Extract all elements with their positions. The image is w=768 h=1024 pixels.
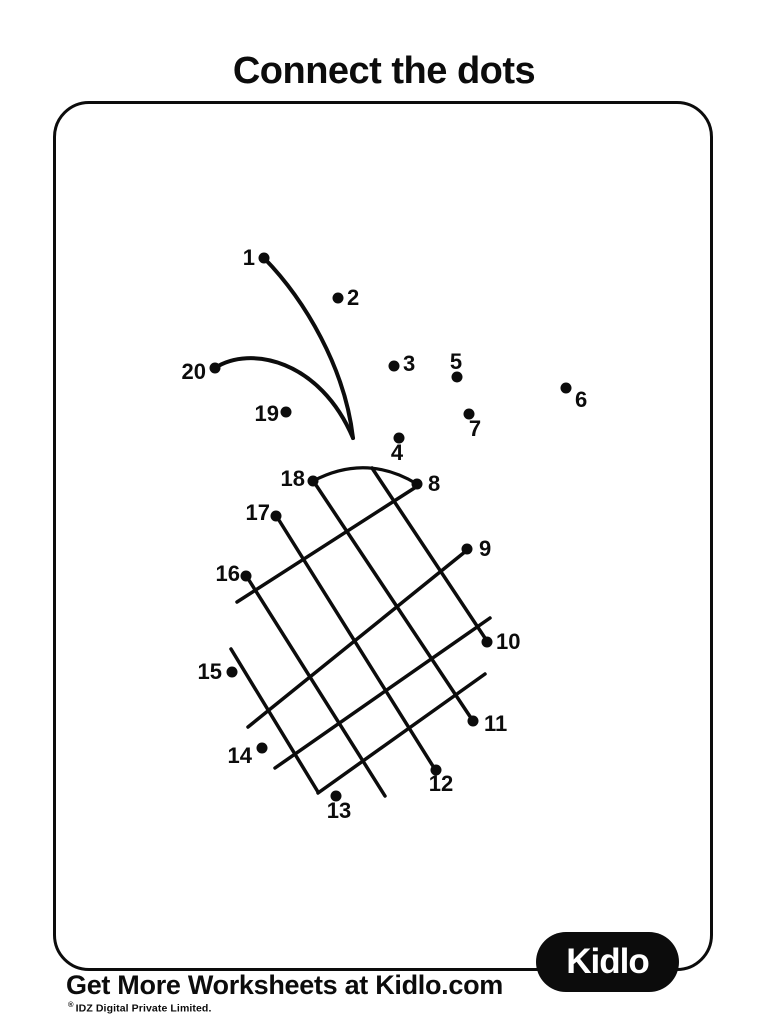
dot-10 — [481, 636, 493, 648]
dot-label-3: 3 — [403, 351, 415, 376]
dot-15 — [226, 666, 238, 678]
lattice-line-1 — [229, 647, 320, 794]
dot-11 — [467, 715, 479, 727]
dot-label-19: 19 — [255, 401, 279, 426]
dot-9 — [461, 543, 473, 555]
dot-6 — [560, 382, 572, 394]
footer-text: Get More Worksheets at Kidlo.com — [66, 970, 503, 1000]
copyright-line: ®IDZ Digital Private Limited. — [68, 1000, 211, 1015]
page-title: Connect the dots — [232, 50, 536, 93]
dot-label-6: 6 — [575, 387, 587, 412]
dot-label-7: 7 — [469, 416, 481, 441]
dot-3 — [388, 360, 400, 372]
dot-19 — [280, 406, 292, 418]
dot-label-1: 1 — [243, 245, 255, 270]
dot-label-5: 5 — [450, 349, 462, 374]
dot-label-9: 9 — [479, 536, 491, 561]
dot-8 — [411, 478, 423, 490]
lattice-line-7 — [273, 616, 492, 770]
dot-label-13: 13 — [327, 798, 351, 823]
lattice-line-3 — [275, 515, 438, 773]
lattice-line-8 — [246, 549, 468, 729]
crown-arc — [311, 466, 419, 486]
dot-12 — [430, 764, 442, 776]
leaf-curve-left — [213, 356, 355, 440]
dot-label-8: 8 — [428, 471, 440, 496]
dot-20 — [209, 362, 221, 374]
dot-label-15: 15 — [198, 659, 222, 684]
dot-5 — [451, 371, 463, 383]
lattice-line-6 — [316, 672, 487, 795]
dot-label-16: 16 — [216, 561, 240, 586]
dot-7 — [463, 408, 475, 420]
dot-13 — [330, 790, 342, 802]
lattice-line-4 — [312, 480, 475, 723]
kidlo-logo-text: Kidlo — [566, 941, 649, 981]
dot-2 — [332, 292, 344, 304]
copyright-text: IDZ Digital Private Limited. — [75, 1002, 212, 1015]
dot-label-10: 10 — [496, 629, 520, 654]
lattice-line-2 — [245, 575, 387, 798]
dot-16 — [240, 570, 252, 582]
dot-4 — [393, 432, 405, 444]
dot-1 — [258, 252, 270, 264]
dot-18 — [307, 475, 319, 487]
puzzle-frame — [53, 101, 713, 971]
registered-mark-icon: ® — [68, 1000, 74, 1009]
dot-14 — [256, 742, 268, 754]
dot-label-14: 14 — [228, 743, 253, 768]
dot-label-11: 11 — [484, 711, 507, 736]
dot-label-17: 17 — [246, 500, 270, 525]
dot-label-4: 4 — [391, 440, 404, 465]
lattice-line-9 — [235, 485, 418, 604]
leaf-curve-right — [262, 256, 355, 440]
dot-label-12: 12 — [429, 771, 453, 796]
kidlo-logo: Kidlo — [536, 932, 679, 992]
dot-17 — [270, 510, 282, 522]
dot-label-2: 2 — [347, 285, 359, 310]
dot-label-20: 20 — [182, 359, 206, 384]
dot-label-18: 18 — [281, 466, 305, 491]
lattice-line-5 — [370, 466, 489, 643]
